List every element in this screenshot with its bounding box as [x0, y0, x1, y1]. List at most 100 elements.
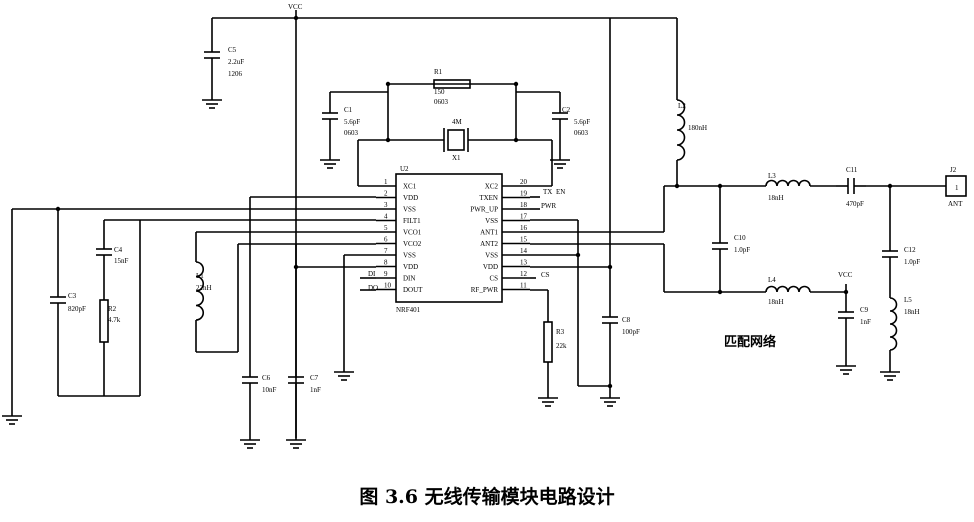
c4-ref: C4 [114, 246, 123, 254]
chip-pin-name: TXEN [479, 194, 498, 202]
j2-ref: J2 [950, 166, 957, 174]
chip-pin-number: 8 [384, 259, 388, 267]
ground-symbol [286, 439, 306, 449]
c1-ref: C1 [344, 106, 353, 114]
chip-pin-number: 9 [384, 270, 388, 278]
l3-ref: L3 [768, 172, 776, 180]
l2-value: 180nH [688, 124, 707, 132]
l1-coil [195, 261, 204, 321]
chip-pin-number: 3 [384, 201, 388, 209]
junction-dot [607, 383, 613, 389]
c8-ref: C8 [622, 316, 631, 324]
figure-caption: 图 3.6 无线传输模块电路设计 [359, 486, 615, 508]
c6-value: 10nF [262, 386, 277, 394]
c5-pkg: 1206 [228, 70, 243, 78]
r3-ref: R3 [556, 328, 565, 336]
x1-crystal [447, 129, 465, 151]
chip-pin-number: 13 [520, 259, 528, 267]
chip-pin-name: VDD [403, 194, 418, 202]
r3-resistor [543, 321, 553, 363]
chip-pin-number: 16 [520, 224, 528, 232]
chip-pin-number: 19 [520, 190, 528, 198]
chip-pin-number: 18 [520, 201, 528, 209]
chip-part: NRF401 [396, 306, 421, 314]
ground-symbol [600, 397, 620, 407]
chip-pin-name: DIN [403, 275, 415, 283]
chip-pin-name: VCO2 [403, 240, 422, 248]
junction-dot [385, 137, 391, 143]
vcc-label-matching: VCC [838, 271, 853, 279]
l2-coil [676, 99, 686, 161]
ground-symbol [240, 439, 260, 449]
chip-pin-name: DOUT [403, 286, 423, 294]
r1-pkg: 0603 [434, 98, 449, 106]
ground-symbol [2, 415, 22, 425]
c9-value: 1nF [860, 318, 871, 326]
r1-value: 150 [434, 88, 445, 96]
l5-value: 18nH [904, 308, 920, 316]
ground-symbol [836, 365, 856, 375]
chip-pin-number: 20 [520, 178, 528, 186]
l1-ref: L1 [196, 272, 204, 280]
x1-ref: X1 [452, 154, 461, 162]
chip-pin-number: 12 [520, 270, 528, 278]
junction-dot [293, 15, 299, 21]
l4-value: 18nH [768, 298, 784, 306]
chip-pin-name: ANT1 [480, 229, 498, 237]
chip-pin-name: ANT2 [480, 240, 498, 248]
chip-pin-name: VSS [403, 206, 416, 214]
r2-resistor [99, 299, 109, 343]
j2-pin: 1 [955, 184, 959, 192]
chip-pins: 1XC12VDD3VSS4FILT15VCO16VCO27VSS8VDD9DIN… [376, 178, 530, 294]
ground-symbols [2, 99, 900, 449]
chip-pin-name: PWR_UP [470, 206, 498, 214]
chip-pin-name: VCO1 [403, 229, 422, 237]
net-label-di: DI [368, 270, 376, 278]
c10-ref: C10 [734, 234, 746, 242]
c8-value: 100pF [622, 328, 640, 336]
net-label-do: DO [368, 284, 378, 292]
chip-pin-number: 10 [384, 282, 392, 290]
c1-value: 5.6pF [344, 118, 360, 126]
chip-pin-name: XC1 [403, 183, 417, 191]
c12-ref: C12 [904, 246, 916, 254]
ground-symbol [320, 159, 340, 169]
c11-ref: C11 [846, 166, 858, 174]
l5-coil [889, 297, 898, 351]
net-label-pwr: PWR [541, 202, 557, 210]
chip-pin-number: 4 [384, 213, 388, 221]
ground-symbol [880, 371, 900, 381]
c10-value: 1.0pF [734, 246, 750, 254]
chip-pin-name: VDD [483, 263, 498, 271]
vcc-label: VCC [288, 3, 303, 11]
ground-symbol [334, 371, 354, 381]
c1-pkg: 0603 [344, 129, 359, 137]
matching-network-label: 匹配网络 [724, 334, 776, 350]
junction-dot [717, 289, 723, 295]
junction-dot [674, 183, 680, 189]
chip-pin-number: 5 [384, 224, 388, 232]
schematic-diagram: VCC VCC U2 NRF401 1XC12VDD3VSS4FILT15VCO… [2, 3, 967, 449]
chip-body [395, 173, 503, 303]
net-label-en: EN [556, 188, 565, 196]
junction-dot [293, 264, 299, 270]
j2-connector [945, 175, 967, 197]
c7-ref: C7 [310, 374, 319, 382]
chip-pin-number: 7 [384, 247, 388, 255]
chip-pin-name: RF_PWR [471, 286, 499, 294]
chip-pin-number: 2 [384, 190, 388, 198]
chip-pin-number: 6 [384, 236, 388, 244]
net-label-cs: CS [541, 271, 550, 279]
l5-ref: L5 [904, 296, 912, 304]
ground-symbol [538, 397, 558, 407]
chip-pin-name: CS [489, 275, 498, 283]
r3-value: 22k [556, 342, 567, 350]
components [50, 51, 967, 384]
r2-value: 4.7k [108, 316, 121, 324]
c2-pkg: 0603 [574, 129, 589, 137]
chip-pin-number: 17 [520, 213, 528, 221]
c6-ref: C6 [262, 374, 271, 382]
chip-pin-name: VSS [485, 217, 498, 225]
chip-pin-name: XC2 [485, 183, 499, 191]
chip-pin-number: 1 [384, 178, 388, 186]
